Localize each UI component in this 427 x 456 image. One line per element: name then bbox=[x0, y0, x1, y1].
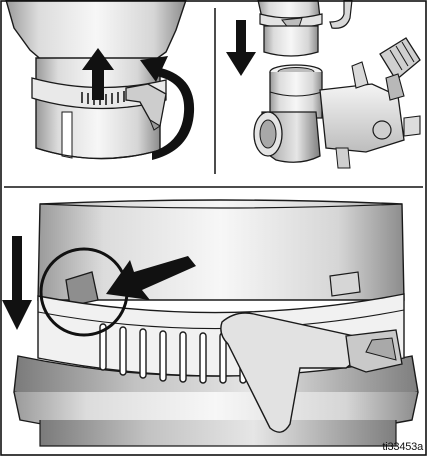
panel-bottom bbox=[2, 199, 419, 447]
pointer-arrow-icon bbox=[106, 256, 196, 300]
down-arrow-icon bbox=[226, 20, 256, 76]
alignment-tab bbox=[65, 271, 99, 307]
funnel-neck-removed bbox=[263, 25, 319, 57]
pump-inlet-body bbox=[269, 72, 323, 119]
rotate-arrow-icon bbox=[150, 66, 195, 160]
hose-hook bbox=[329, 0, 353, 29]
down-arrow-icon-left bbox=[2, 236, 32, 330]
clamp-lever bbox=[220, 312, 367, 433]
panel-top-left bbox=[5, 0, 195, 160]
fitting-knob bbox=[372, 120, 392, 140]
funnel-slot bbox=[61, 111, 73, 159]
pressure-regulator bbox=[379, 37, 421, 81]
figure-reference-code: ti33453a bbox=[382, 441, 423, 453]
up-arrow-icon bbox=[82, 48, 114, 100]
panel-top-right bbox=[226, 0, 421, 169]
